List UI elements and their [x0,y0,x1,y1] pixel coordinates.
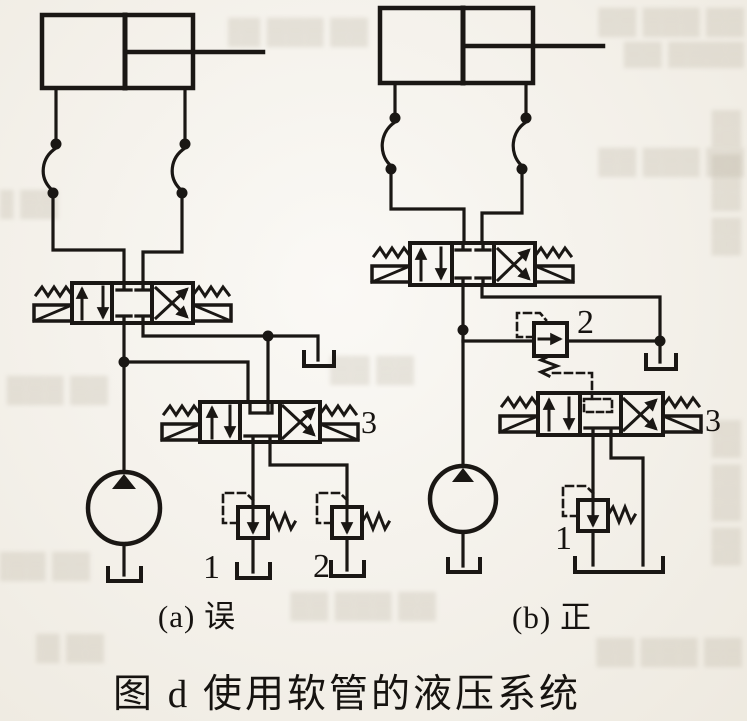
pump-a [85,469,163,583]
solenoid-spring-right [318,404,360,442]
pump-b [427,463,499,574]
cylinder-a [39,12,266,91]
solenoid-spring-right [191,285,233,323]
relief-valve-1a [223,493,295,580]
position-parallel-arrows [75,285,110,321]
return-line [141,321,320,362]
return-line [480,283,662,364]
panel-b [370,5,703,574]
position-closed-center [115,281,152,325]
position-closed-center [454,241,492,287]
pump-flow-triangle [452,468,474,482]
solenoid-spring-right [533,246,575,284]
directional-valve-3b [498,391,703,437]
label-relief-2a: 2 [313,548,330,585]
solenoid-spring-right [661,396,703,434]
junction-dot [457,324,469,336]
pump-flow-triangle [112,474,136,489]
flexible-hose-arc [41,145,59,192]
panel-a [32,12,389,583]
relief-valve-1b [563,486,635,567]
label-relief-1a: 1 [203,549,220,586]
position-parallel-arrows [414,246,448,282]
directional-valve-a-main [32,281,233,325]
position-crossed-arrows [153,285,189,321]
hose-b-left [380,81,466,245]
directional-valve-3a [160,400,360,444]
label-relief-1b: 1 [555,520,572,557]
tank-symbol [573,556,665,574]
solenoid-spring-left [160,404,202,442]
hose-a-left [41,86,126,285]
solenoid-spring-left [498,396,540,434]
flexible-hose-arc [511,119,529,168]
hose-a-right [141,86,191,285]
panel-a-label: (a) 误 [158,599,236,634]
hose-b-right [480,81,532,245]
pilot-box [582,397,614,414]
bypass-line [609,433,645,567]
panel-b-label: (b) 正 [512,600,592,635]
flexible-hose-arc [170,145,188,192]
label-relief-2b: 2 [577,304,594,341]
position-crossed-arrows [495,246,531,283]
line-valve3-to-relief2 [268,440,349,509]
flexible-hose-arc [380,119,398,168]
label-valve-3b: 3 [705,402,721,438]
branch-to-valve3 [122,360,250,404]
cylinder-b [377,5,606,86]
solenoid-spring-left [32,285,74,323]
label-valve-3a: 3 [361,404,377,440]
figure-caption: 图 d 使用软管的液压系统 [113,673,581,716]
pilot-drain-line [551,371,594,401]
directional-valve-b-main [370,241,575,287]
solenoid-spring-left [370,246,412,284]
relief-valve-2b [461,311,662,401]
